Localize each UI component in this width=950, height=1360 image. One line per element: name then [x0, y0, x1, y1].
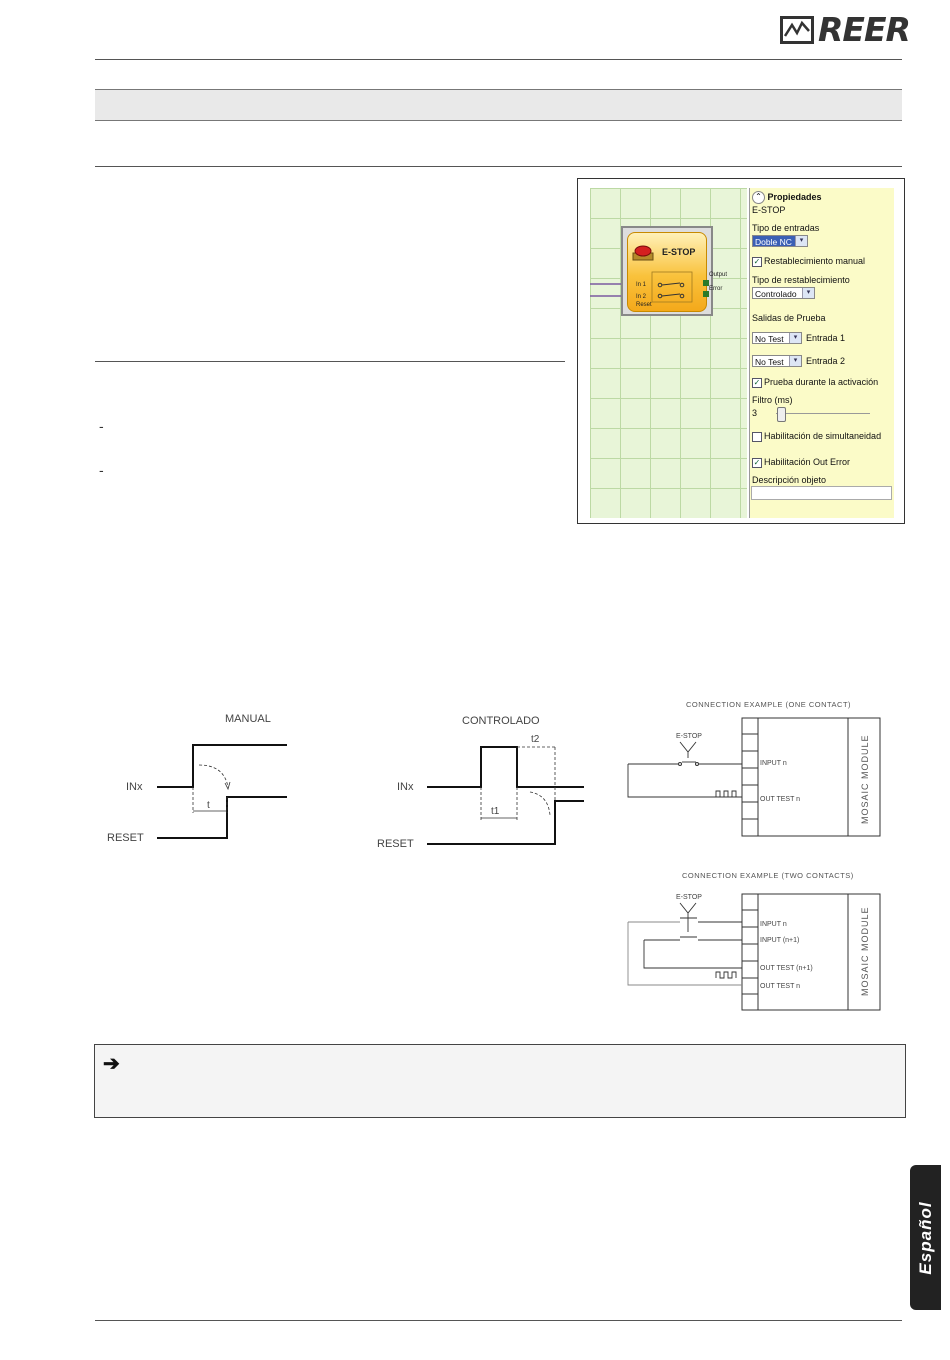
bullet-marker: -	[99, 418, 104, 434]
block-in1-label: In 1	[636, 282, 647, 288]
description-label: Descripción objeto	[752, 475, 827, 485]
block-title: E-STOP	[662, 247, 696, 257]
output-port[interactable]	[703, 280, 709, 286]
reset-type-label: Tipo de restablecimiento	[752, 275, 850, 285]
conn2-input2-label: INPUT (n+1)	[760, 937, 799, 944]
test1-label: Entrada 1	[806, 333, 846, 343]
language-tab[interactable]: Español	[910, 1165, 941, 1310]
controlled-title: CONTROLADO	[462, 715, 540, 727]
conn2-module-label: MOSAIC MODULE	[860, 906, 870, 996]
note-box: ➔	[94, 1044, 906, 1118]
description-input[interactable]	[751, 486, 892, 500]
filter-slider-track[interactable]	[776, 413, 870, 414]
reer-logo: REER	[780, 10, 911, 49]
test-activation-label: Prueba durante la activación	[764, 377, 879, 387]
conn2-estop-label: E-STOP	[676, 894, 702, 901]
section-title-band	[95, 89, 902, 121]
conn1-estop-label: E-STOP	[676, 733, 702, 740]
subsection-rule	[95, 361, 565, 362]
block-output-label: Output	[709, 272, 728, 278]
manual-t-label: t	[207, 800, 210, 811]
test-activation-checkbox[interactable]: ✓	[752, 377, 762, 388]
input-type-select[interactable]: Doble NC ▾	[752, 235, 808, 247]
simultaneity-checkbox[interactable]	[752, 431, 762, 442]
test-outputs-label: Salidas de Prueba	[752, 313, 826, 323]
conn1-title: CONNECTION EXAMPLE (ONE CONTACT)	[686, 700, 851, 709]
out-error-label: Habilitación Out Error	[764, 457, 851, 467]
filter-slider-handle[interactable]	[777, 407, 786, 422]
manual-reset-row[interactable]: ✓Restablecimiento manual	[752, 256, 865, 267]
conn2-title: CONNECTION EXAMPLE (TWO CONTACTS)	[682, 871, 854, 880]
estop-function-block[interactable]: E-STOP In 1 In 2 Reset Output Error	[621, 226, 727, 316]
language-tab-label: Español	[915, 1200, 935, 1275]
controlled-t1-label: t1	[491, 806, 500, 817]
conn1-module-label: MOSAIC MODULE	[860, 734, 870, 824]
footer-rule	[95, 1320, 902, 1321]
test-activation-row[interactable]: ✓Prueba durante la activación	[752, 377, 878, 388]
manual-reset-label: RESET	[107, 832, 144, 844]
connection-example-two-contacts: CONNECTION EXAMPLE (TWO CONTACTS) INPUT …	[627, 871, 881, 1011]
logo-mark-icon	[780, 16, 814, 44]
conn1-input-label: INPUT n	[760, 760, 787, 767]
chevron-down-icon: ▾	[802, 288, 814, 298]
manual-inx-label: INx	[126, 781, 143, 793]
chevron-down-icon: ▾	[795, 236, 807, 246]
test2-value: No Test	[755, 357, 784, 367]
filter-value: 3	[752, 408, 758, 418]
controlled-t2-label: t2	[531, 734, 540, 745]
logo-text: REER	[818, 10, 911, 49]
conn2-outtest2-label: OUT TEST n	[760, 983, 800, 990]
properties-panel: ⌃ Propiedades E-STOP Tipo de entradas Do…	[749, 188, 894, 518]
properties-header[interactable]: ⌃ Propiedades	[752, 191, 822, 204]
bullet-marker: -	[99, 462, 104, 478]
collapse-icon[interactable]: ⌃	[752, 191, 765, 204]
manual-reset-checkbox[interactable]: ✓	[752, 256, 762, 267]
filter-label: Filtro (ms)	[752, 395, 793, 405]
section-rule	[95, 166, 902, 167]
manual-reset-label: Restablecimiento manual	[764, 256, 866, 266]
manual-title: MANUAL	[225, 713, 271, 725]
manual-timing-diagram: MANUAL INx RESET t	[107, 713, 287, 844]
test1-value: No Test	[755, 334, 784, 344]
controlled-timing-diagram: CONTROLADO INx RESET t1 t2	[377, 715, 584, 850]
test1-select[interactable]: No Test ▾	[752, 332, 802, 344]
chevron-down-icon: ▾	[789, 356, 801, 366]
out-error-row[interactable]: ✓Habilitación Out Error	[752, 457, 850, 468]
controlled-inx-label: INx	[397, 781, 414, 793]
test2-label: Entrada 2	[806, 356, 846, 366]
reset-type-value: Controlado	[755, 289, 797, 299]
controlled-reset-label: RESET	[377, 838, 414, 850]
block-in2-label: In 2	[636, 294, 647, 300]
block-input-wires	[590, 283, 626, 297]
input-type-label: Tipo de entradas	[752, 223, 820, 233]
input-type-value: Doble NC	[755, 237, 792, 247]
header-rule	[95, 59, 902, 60]
conn2-outtest1-label: OUT TEST (n+1)	[760, 965, 813, 972]
error-port[interactable]	[703, 291, 709, 297]
conn1-outtest-label: OUT TEST n	[760, 796, 800, 803]
simultaneity-row[interactable]: Habilitación de simultaneidad	[752, 431, 881, 442]
arrow-right-icon: ➔	[103, 1053, 120, 1075]
block-error-label: Error	[709, 286, 723, 292]
estop-block-body: E-STOP In 1 In 2 Reset	[627, 232, 707, 312]
properties-title: Propiedades	[767, 191, 822, 202]
estop-button-icon	[632, 245, 654, 261]
block-reset-label: Reset	[636, 302, 652, 308]
reset-type-select[interactable]: Controlado ▾	[752, 287, 815, 299]
object-name: E-STOP	[752, 205, 786, 215]
contact-symbol-icon	[651, 271, 693, 303]
out-error-checkbox[interactable]: ✓	[752, 457, 762, 468]
simultaneity-label: Habilitación de simultaneidad	[764, 431, 882, 441]
conn2-input1-label: INPUT n	[760, 921, 787, 928]
test2-select[interactable]: No Test ▾	[752, 355, 802, 367]
chevron-down-icon: ▾	[789, 333, 801, 343]
connection-example-one-contact: CONNECTION EXAMPLE (ONE CONTACT) INPUT n…	[627, 700, 881, 837]
